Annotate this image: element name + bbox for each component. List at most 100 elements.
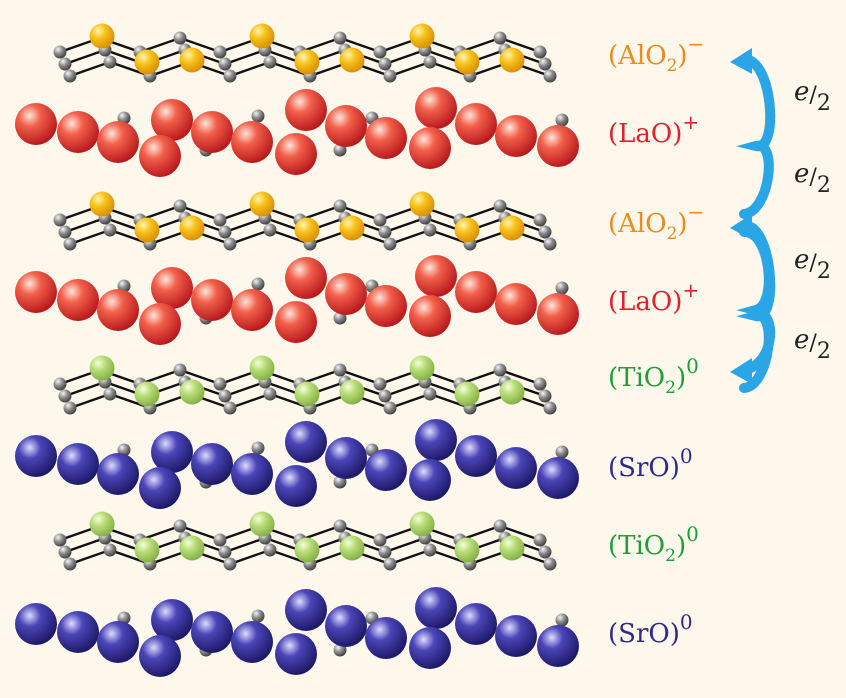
aluminum-atom — [294, 49, 320, 75]
titanium-atom — [249, 355, 275, 381]
oxygen-atom — [263, 387, 277, 401]
formula-close: ) — [676, 363, 686, 393]
ao-layer-5 — [15, 419, 579, 509]
aluminum-atom — [89, 23, 115, 49]
formula-charge: 0 — [680, 610, 693, 634]
formula-charge: + — [682, 278, 699, 302]
fraction-numerator: e — [794, 77, 809, 107]
aluminum-atom — [249, 23, 275, 49]
oxygen-atom — [103, 543, 117, 557]
titanium-atom — [499, 379, 525, 405]
oxygen-atom — [333, 519, 347, 533]
strontium-atom — [415, 419, 457, 461]
formula-charge: 0 — [686, 522, 699, 546]
oxygen-atom — [223, 69, 237, 83]
strontium-atom — [57, 443, 99, 485]
fraction-numerator: e — [794, 159, 809, 189]
oxygen-atom — [533, 45, 547, 59]
oxygen-atom — [378, 545, 392, 559]
strontium-atom — [325, 605, 367, 647]
layer-label-0: (AlO2)− — [608, 32, 704, 76]
formula-base: (SrO) — [608, 453, 680, 483]
titanium-atom — [499, 535, 525, 561]
lanthanum-atom — [537, 293, 579, 335]
oxygen-atom — [218, 389, 232, 403]
oxygen-atom — [383, 401, 397, 415]
lanthanum-atom — [409, 127, 451, 169]
strontium-atom — [455, 603, 497, 645]
oxygen-atom — [555, 113, 569, 127]
formula-base: (AlO — [608, 41, 667, 71]
oxygen-atom — [555, 613, 569, 627]
oxygen-atom — [555, 281, 569, 295]
formula-base: (TiO — [608, 363, 665, 393]
strontium-atom — [365, 449, 407, 491]
strontium-atom — [409, 459, 451, 501]
formula-subscript: 2 — [667, 224, 678, 244]
formula-charge: 0 — [686, 354, 699, 378]
aluminum-atom — [89, 191, 115, 217]
oxygen-atom — [173, 31, 187, 45]
fraction-denominator: 2 — [817, 173, 831, 198]
formula-close: ) — [677, 41, 687, 71]
oxygen-atom — [213, 45, 227, 59]
aluminum-atom — [454, 49, 480, 75]
oxygen-atom — [533, 213, 547, 227]
aluminum-atom — [339, 47, 365, 73]
layer-label-7: (SrO)0 — [608, 610, 693, 649]
electron-arrow-2 — [730, 227, 776, 384]
oxygen-atom — [103, 55, 117, 69]
fraction-slash: / — [809, 331, 817, 356]
oxygen-atom — [493, 363, 507, 377]
strontium-atom — [275, 633, 317, 675]
oxygen-atom — [373, 45, 387, 59]
lanthanum-atom — [365, 117, 407, 159]
layer-label-1: (LaO)+ — [608, 110, 699, 149]
oxygen-atom — [63, 557, 77, 571]
aluminum-atom — [454, 217, 480, 243]
oxygen-atom — [218, 225, 232, 239]
oxygen-atom — [373, 213, 387, 227]
oxygen-atom — [223, 401, 237, 415]
oxygen-atom — [213, 533, 227, 547]
electron-transfer-arrows: e/2e/2e/2e/2 — [730, 48, 831, 393]
strontium-atom — [191, 611, 233, 653]
oxygen-atom — [383, 69, 397, 83]
oxygen-atom — [538, 545, 552, 559]
fraction-slash: / — [809, 165, 817, 190]
lanthanum-atom — [191, 111, 233, 153]
lanthanum-atom — [537, 125, 579, 167]
oxygen-atom — [218, 57, 232, 71]
oxygen-atom — [333, 31, 347, 45]
oxygen-atom — [251, 609, 265, 623]
strontium-atom — [285, 589, 327, 631]
oxygen-atom — [538, 225, 552, 239]
bo2-plane-4 — [53, 355, 557, 415]
strontium-atom — [139, 635, 181, 677]
strontium-atom — [15, 435, 57, 477]
lanthanum-atom — [15, 271, 57, 313]
strontium-atom — [537, 625, 579, 667]
lanthanum-atom — [57, 279, 99, 321]
aluminum-atom — [179, 215, 205, 241]
lanthanum-atom — [151, 99, 193, 141]
lanthanum-atom — [231, 121, 273, 163]
oxygen-atom — [383, 557, 397, 571]
titanium-atom — [339, 535, 365, 561]
fraction-denominator: 2 — [817, 259, 831, 284]
oxygen-atom — [493, 199, 507, 213]
oxygen-atom — [103, 223, 117, 237]
bo2-plane-6 — [53, 511, 557, 571]
aluminum-atom — [409, 191, 435, 217]
oxygen-atom — [173, 519, 187, 533]
oxygen-atom — [251, 109, 265, 123]
titanium-atom — [294, 537, 320, 563]
oxygen-atom — [53, 533, 67, 547]
electron-fraction-2: e/2 — [794, 245, 831, 284]
formula-base: (TiO — [608, 531, 665, 561]
titanium-atom — [134, 381, 160, 407]
lanthanum-atom — [285, 257, 327, 299]
titanium-atom — [179, 535, 205, 561]
titanium-atom — [249, 511, 275, 537]
